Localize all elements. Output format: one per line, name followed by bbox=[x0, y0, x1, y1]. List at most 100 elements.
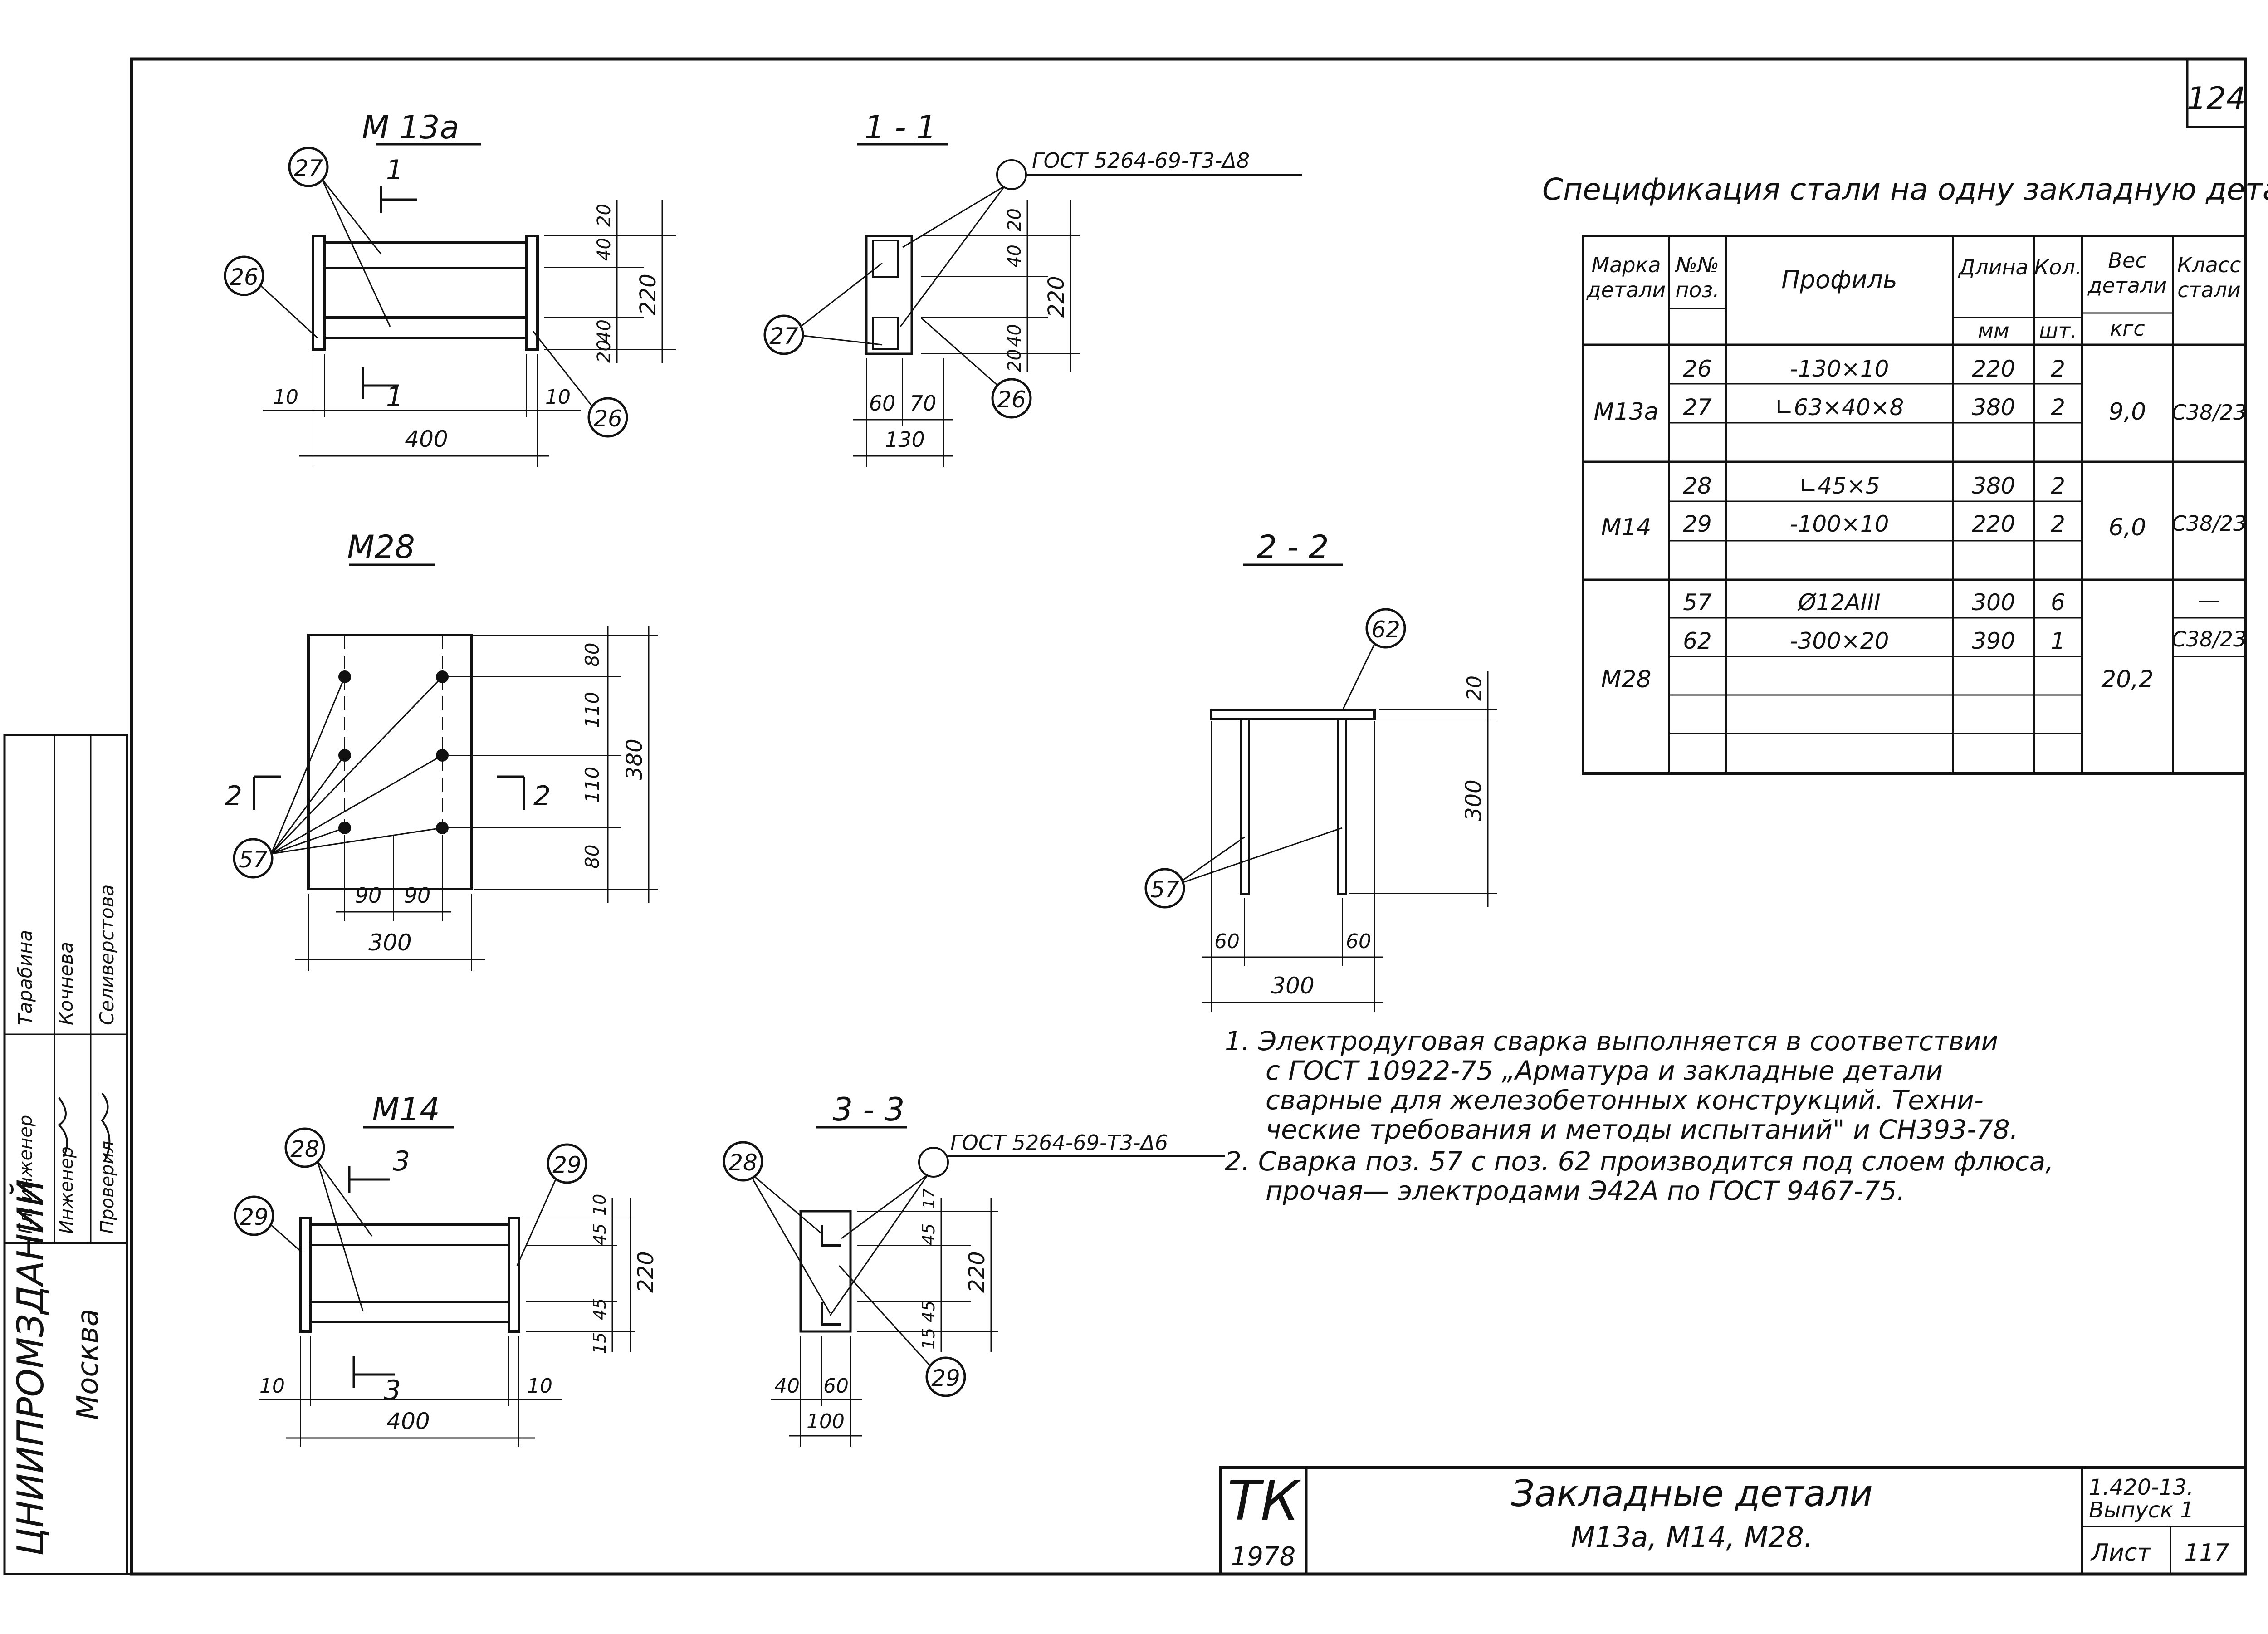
dim-label: 10 bbox=[273, 386, 298, 409]
spec-table: Спецификация стали на одну закладную дет… bbox=[1542, 172, 2268, 775]
header-pos: №№ bbox=[1674, 253, 1719, 277]
header-profile: Профиль bbox=[1781, 265, 1897, 294]
plate-profile bbox=[799, 1210, 852, 1333]
m13a-section-mark: 1 bbox=[386, 381, 403, 413]
dim-label: 20 bbox=[594, 204, 615, 227]
header-pos: поз. bbox=[1675, 278, 1719, 302]
drawing-title: Закладные детали bbox=[1511, 1473, 1873, 1515]
row-qty: 6 bbox=[2051, 589, 2065, 616]
dim-label: 300 bbox=[368, 930, 411, 956]
row-profile: -130×10 bbox=[1790, 356, 1889, 382]
row-qty: 2 bbox=[2051, 356, 2065, 382]
sec22-title: 2 - 2 bbox=[1257, 528, 1329, 566]
dim-label: 40 bbox=[594, 238, 615, 261]
row-profile: ∟45×5 bbox=[1799, 473, 1880, 499]
row-length: 300 bbox=[1972, 589, 2015, 616]
detail-m13a: M 13a 1 1 27 26 26 40 40 20 20 220 bbox=[224, 109, 676, 467]
header-weight: Вес bbox=[2108, 248, 2146, 273]
dim-label: 10 bbox=[545, 386, 571, 409]
section-3-3: 3 - 3 ГОСТ 5264-69-Т3-Δ6 28 29 17 45 45 … bbox=[723, 1091, 1225, 1447]
row-length: 390 bbox=[1972, 628, 2015, 654]
plate-26-left bbox=[312, 235, 326, 351]
row-length: 380 bbox=[1972, 394, 2015, 421]
header-length: Длина bbox=[1958, 255, 2028, 279]
callout-27 bbox=[763, 314, 804, 355]
dim-label: 220 bbox=[635, 274, 661, 315]
note-line: ческие требования и методы испытаний" и … bbox=[1266, 1114, 2018, 1145]
row-class: С38/23 bbox=[2172, 627, 2247, 651]
corner-number-box bbox=[2186, 58, 2247, 128]
dim-label: 90 bbox=[355, 883, 382, 908]
group-mark: M13a bbox=[1594, 398, 1659, 426]
angle-bottom bbox=[872, 317, 899, 350]
row-pos: 57 bbox=[1683, 589, 1712, 616]
row-qty: 2 bbox=[2051, 394, 2065, 421]
stamp-name: Кочнева bbox=[55, 942, 77, 1025]
row-pos: 62 bbox=[1683, 628, 1712, 654]
dim-label: 110 bbox=[581, 767, 603, 803]
row-pos: 27 bbox=[1683, 394, 1712, 421]
sec33-title: 3 - 3 bbox=[833, 1091, 905, 1128]
dim-label: 300 bbox=[1271, 973, 1314, 999]
dim-label: 45 bbox=[590, 1223, 610, 1245]
callout-label: 27 bbox=[769, 323, 798, 349]
group-weight: 6,0 bbox=[2109, 514, 2146, 541]
dim-label: 15 bbox=[919, 1328, 938, 1350]
dim-label: 10 bbox=[590, 1194, 610, 1216]
row-qty: 2 bbox=[2051, 473, 2065, 499]
dim-label: 40 bbox=[774, 1375, 800, 1398]
title-block: ТК 1978 Закладные детали М13а, М14, М28.… bbox=[1219, 1466, 2247, 1575]
dim-label: 10 bbox=[259, 1375, 285, 1398]
plate-29-left bbox=[299, 1217, 312, 1333]
row-profile: Ø12AIII bbox=[1797, 589, 1880, 616]
dim-label: 400 bbox=[386, 1408, 430, 1434]
callout-29 bbox=[547, 1143, 587, 1184]
m13a-title: M 13a bbox=[362, 109, 459, 146]
group-mark: M28 bbox=[1601, 666, 1651, 693]
plate-profile bbox=[865, 235, 913, 355]
group-mark: M14 bbox=[1601, 514, 1651, 541]
callout-57 bbox=[1144, 868, 1185, 909]
dim-label: 45 bbox=[590, 1298, 610, 1320]
callout-label: 29 bbox=[240, 1204, 269, 1230]
header-qty: Кол. bbox=[2034, 255, 2082, 279]
stamp-frame bbox=[3, 734, 128, 1575]
group-class: С38/23 bbox=[2172, 400, 2247, 425]
sheet-number: 117 bbox=[2184, 1539, 2229, 1566]
row-profile: ∟63×40×8 bbox=[1775, 394, 1904, 421]
section-2-2: 2 - 2 62 57 20 300 60 60 300 bbox=[1144, 528, 1497, 1012]
m14-section-mark: 3 bbox=[384, 1375, 401, 1406]
sec33-weld: ГОСТ 5264-69-Т3-Δ6 bbox=[950, 1130, 1168, 1155]
dim-label: 60 bbox=[1214, 930, 1240, 953]
header-qty-unit: шт. bbox=[2039, 318, 2077, 343]
angle-28-top bbox=[821, 1225, 841, 1247]
dim-label: 10 bbox=[527, 1375, 552, 1398]
note-line: 1. Электродуговая сварка выполняется в с… bbox=[1225, 1026, 1998, 1057]
stamp-role: Проверил bbox=[97, 1141, 118, 1234]
header-length-unit: мм bbox=[1978, 318, 2009, 343]
row-length: 220 bbox=[1972, 356, 2015, 382]
row-qty: 2 bbox=[2051, 511, 2065, 537]
callout-57 bbox=[233, 838, 274, 879]
row-profile: -100×10 bbox=[1790, 511, 1889, 537]
issue-number: Выпуск 1 bbox=[2089, 1497, 2194, 1523]
callout-29 bbox=[925, 1356, 966, 1397]
row-length: 220 bbox=[1972, 511, 2015, 537]
dim-label: 220 bbox=[633, 1251, 659, 1293]
header-mark: Марка bbox=[1591, 253, 1661, 277]
section-1-1: 1 - 1 ГОСТ 5264-69-Т3-Δ8 27 26 20 40 40 … bbox=[763, 109, 1302, 467]
plate-29-right bbox=[508, 1217, 520, 1333]
dim-label: 60 bbox=[823, 1375, 849, 1398]
dim-label: 40 bbox=[1004, 324, 1025, 347]
dim-label: 400 bbox=[405, 426, 448, 452]
row-length: 380 bbox=[1972, 473, 2015, 499]
dim-label: 20 bbox=[1463, 675, 1486, 701]
callout-label: 57 bbox=[1150, 876, 1179, 903]
callout-label: 28 bbox=[728, 1150, 758, 1176]
dim-label: 60 bbox=[1346, 930, 1371, 953]
row-pos: 28 bbox=[1683, 473, 1712, 499]
dim-label: 380 bbox=[622, 739, 647, 780]
dim-label: 15 bbox=[590, 1332, 610, 1354]
title-block-frame bbox=[1219, 1466, 2247, 1575]
